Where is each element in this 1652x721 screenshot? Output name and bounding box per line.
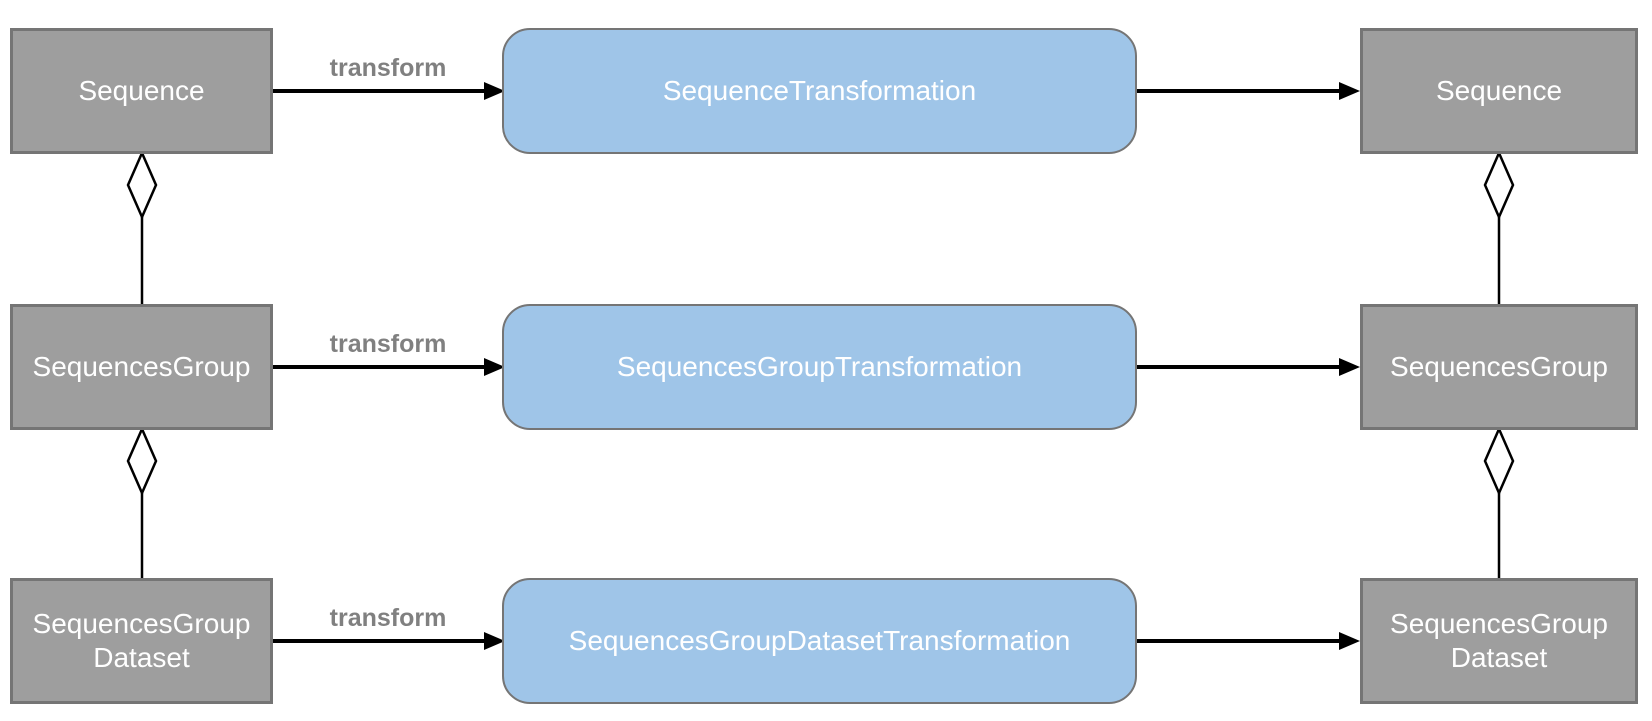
result-arrow — [1137, 632, 1360, 650]
arrowhead-icon — [1339, 82, 1360, 100]
transform-arrow — [273, 632, 505, 650]
node-label: SequencesGroup — [32, 350, 251, 382]
target-node-sequences-group: SequencesGroup — [1360, 304, 1638, 430]
transform-arrow — [273, 82, 505, 100]
transformation-node-sequences-group-transformation: SequencesGroupTransformation — [502, 304, 1137, 430]
result-arrow — [1137, 358, 1360, 376]
aggregation-diamond-icon — [126, 425, 158, 497]
node-label: SequencesGroupTransformation — [616, 350, 1023, 382]
arrowhead-icon — [1339, 632, 1360, 650]
aggregation-connector — [126, 149, 158, 305]
node-label: SequenceTransformation — [662, 74, 977, 106]
transformation-node-sequences-group-dataset-transformation: SequencesGroupDatasetTransformation — [502, 578, 1137, 704]
node-label: Sequence — [78, 74, 205, 106]
aggregation-diamond-icon — [1483, 149, 1515, 221]
transform-arrow — [273, 358, 505, 376]
aggregation-connector — [126, 425, 158, 579]
transform-edge-label: transform — [329, 330, 447, 358]
target-node-sequences-group-dataset: SequencesGroup Dataset — [1360, 578, 1638, 704]
arrowhead-icon — [484, 82, 505, 100]
transform-edge-label: transform — [329, 54, 447, 82]
aggregation-connector — [1483, 425, 1515, 579]
node-label: Sequence — [1435, 74, 1563, 106]
node-label: SequencesGroupDatasetTransformation — [568, 624, 1071, 656]
arrowhead-icon — [484, 358, 505, 376]
result-arrow — [1137, 82, 1360, 100]
aggregation-diamond-icon — [126, 149, 158, 221]
transform-edge-label: transform — [329, 604, 447, 632]
arrowhead-icon — [1339, 358, 1360, 376]
node-label: SequencesGroup Dataset — [32, 607, 251, 673]
node-label: SequencesGroup Dataset — [1390, 607, 1608, 673]
arrowhead-icon — [484, 632, 505, 650]
target-node-sequence: Sequence — [1360, 28, 1638, 154]
node-label: SequencesGroup — [1390, 350, 1608, 382]
source-node-sequences-group-dataset: SequencesGroup Dataset — [10, 578, 273, 704]
aggregation-diamond-icon — [1483, 425, 1515, 497]
aggregation-connector — [1483, 149, 1515, 305]
transformation-node-sequence-transformation: SequenceTransformation — [502, 28, 1137, 154]
source-node-sequences-group: SequencesGroup — [10, 304, 273, 430]
source-node-sequence: Sequence — [10, 28, 273, 154]
